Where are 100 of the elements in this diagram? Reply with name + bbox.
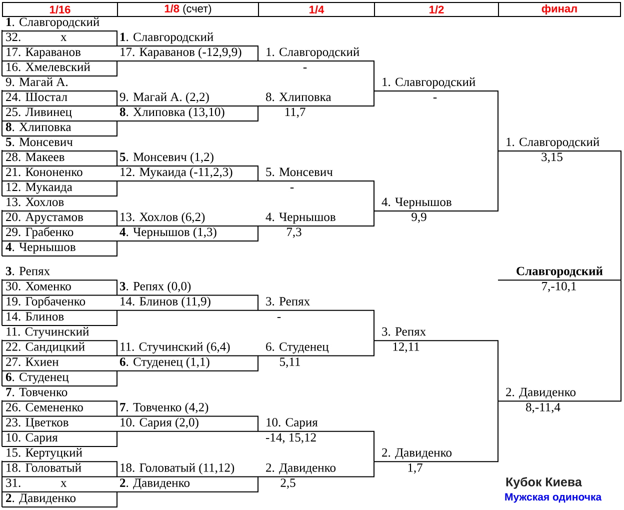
match-score: -	[303, 68, 307, 69]
bracket-line	[2, 370, 118, 372]
player-name: 1. Славгородский	[382, 77, 476, 89]
bracket-line	[116, 60, 258, 62]
match-score: -	[277, 317, 281, 318]
bracket-line	[2, 461, 118, 478]
match-score: -	[433, 98, 437, 99]
player-name: 1. Славгородский	[506, 137, 600, 149]
column-header: финал	[498, 2, 621, 17]
player-name: 8. Хлиповка (13,10)	[120, 107, 224, 119]
player-name: 20. Арустамов	[2, 210, 83, 226]
match-score: 7,3	[287, 228, 302, 238]
bracket-line	[2, 416, 118, 417]
player-name: 26. Семененко	[2, 400, 83, 417]
match-score: 5,11	[280, 358, 300, 368]
player-name: 12. Мукаида	[2, 180, 72, 196]
bracket-line	[258, 180, 374, 212]
bracket-line	[374, 340, 498, 402]
player-name: 1. Славгородский	[6, 17, 100, 29]
player-name: 12. Мукаида (-11,2,3)	[120, 167, 232, 179]
player-name: 31. x	[2, 475, 67, 492]
player-name: 23. Цветков	[2, 414, 68, 432]
player-name: 8. Хлиповка	[2, 120, 72, 136]
bracket-line	[116, 166, 258, 182]
player-name: 29. Грабенко	[2, 224, 74, 242]
player-name: 6. Студенец (1,1)	[120, 357, 210, 369]
match-score: 11,7	[285, 108, 306, 118]
player-name: 4. Чернышов	[2, 240, 76, 256]
bracket-line	[2, 340, 118, 356]
bracket-line	[2, 370, 118, 386]
match-score: 3,15	[542, 152, 562, 163]
bracket-line	[116, 355, 258, 372]
player-name: 5. Монсевич	[266, 168, 333, 176]
player-name: 16. Хмелевский	[2, 60, 90, 76]
bracket-line	[2, 294, 118, 296]
player-name: 3. Репях	[382, 327, 426, 336]
bracket-line	[258, 430, 374, 462]
player-name: 25. Ливинец	[2, 104, 72, 122]
player-name: 14. Блинов	[2, 309, 64, 326]
player-name: 10. Сария (2,0)	[120, 418, 198, 430]
bracket-line	[258, 461, 374, 478]
player-name: 10. Сария	[2, 430, 58, 447]
bracket-line	[2, 60, 118, 76]
bracket-line	[2, 60, 118, 62]
player-name: 3. Репях (0,0)	[120, 282, 191, 293]
player-name: 3. Репях	[6, 266, 50, 276]
player-name: 7. Товченко (4,2)	[120, 402, 208, 414]
match-score: -	[290, 188, 294, 189]
bracket-line	[374, 90, 498, 152]
player-name: 18. Головатый	[2, 460, 82, 478]
player-name: 4. Чернышов	[266, 212, 336, 224]
player-name: 28. Макеев	[2, 150, 64, 166]
bracket-line	[2, 476, 118, 478]
player-name: 18. Головатый (11,12)	[120, 463, 234, 474]
match-score: 7,-10,1	[542, 282, 576, 292]
bracket-line	[2, 310, 118, 326]
bracket-line	[2, 180, 118, 196]
bracket-line	[498, 150, 622, 281]
winner-name: Славгородский	[498, 266, 622, 281]
match-score: 12,11	[393, 342, 420, 353]
player-name: 2. Давиденко	[120, 478, 190, 490]
player-name: 11. Стучинский	[6, 327, 89, 338]
bracket-line	[2, 120, 118, 136]
bracket-line	[258, 310, 374, 342]
bracket-line	[258, 60, 374, 92]
bracket-line	[2, 430, 118, 432]
bracket-line	[374, 150, 498, 212]
bracket-line	[116, 355, 258, 356]
player-name: 10. Сария	[266, 418, 318, 430]
column-header: 1/4	[258, 2, 375, 17]
match-score: 9,9	[412, 212, 426, 223]
match-score: 2,5	[280, 478, 296, 489]
bracket-line	[374, 400, 498, 462]
player-name: 4. Чернышов	[382, 198, 452, 209]
bracket-line	[2, 210, 118, 226]
player-name: 5. Монсевич	[6, 138, 73, 146]
player-name: 4. Чернышов (1,3)	[120, 227, 216, 239]
player-name: 6. Студенец	[266, 342, 329, 354]
bracket-line	[116, 106, 258, 122]
player-name: 8. Хлиповка	[266, 92, 332, 102]
bracket-line	[258, 340, 374, 356]
bracket-line	[2, 491, 118, 508]
match-score: 8,-11,4	[526, 402, 560, 414]
player-name: 24. Шостал	[2, 90, 68, 106]
subtitle: Мужская одиночка	[505, 493, 602, 503]
player-name: 7. Товченко	[6, 388, 68, 396]
bracket-line	[116, 430, 258, 432]
bracket-line	[116, 416, 258, 432]
bracket-line	[2, 280, 118, 296]
bracket-line	[116, 476, 258, 492]
player-name: 14. Блинов (11,9)	[120, 296, 210, 308]
match-score: -14, 15,12	[266, 433, 316, 444]
bracket-line	[116, 294, 258, 311]
bracket-line	[116, 476, 258, 478]
bracket-line	[2, 491, 118, 492]
bracket-line	[2, 30, 118, 46]
bracket-line	[116, 180, 258, 182]
player-name: 3. Репях	[266, 297, 310, 306]
bracket-line	[258, 210, 374, 226]
player-name: 21. Кононенко	[2, 164, 82, 182]
